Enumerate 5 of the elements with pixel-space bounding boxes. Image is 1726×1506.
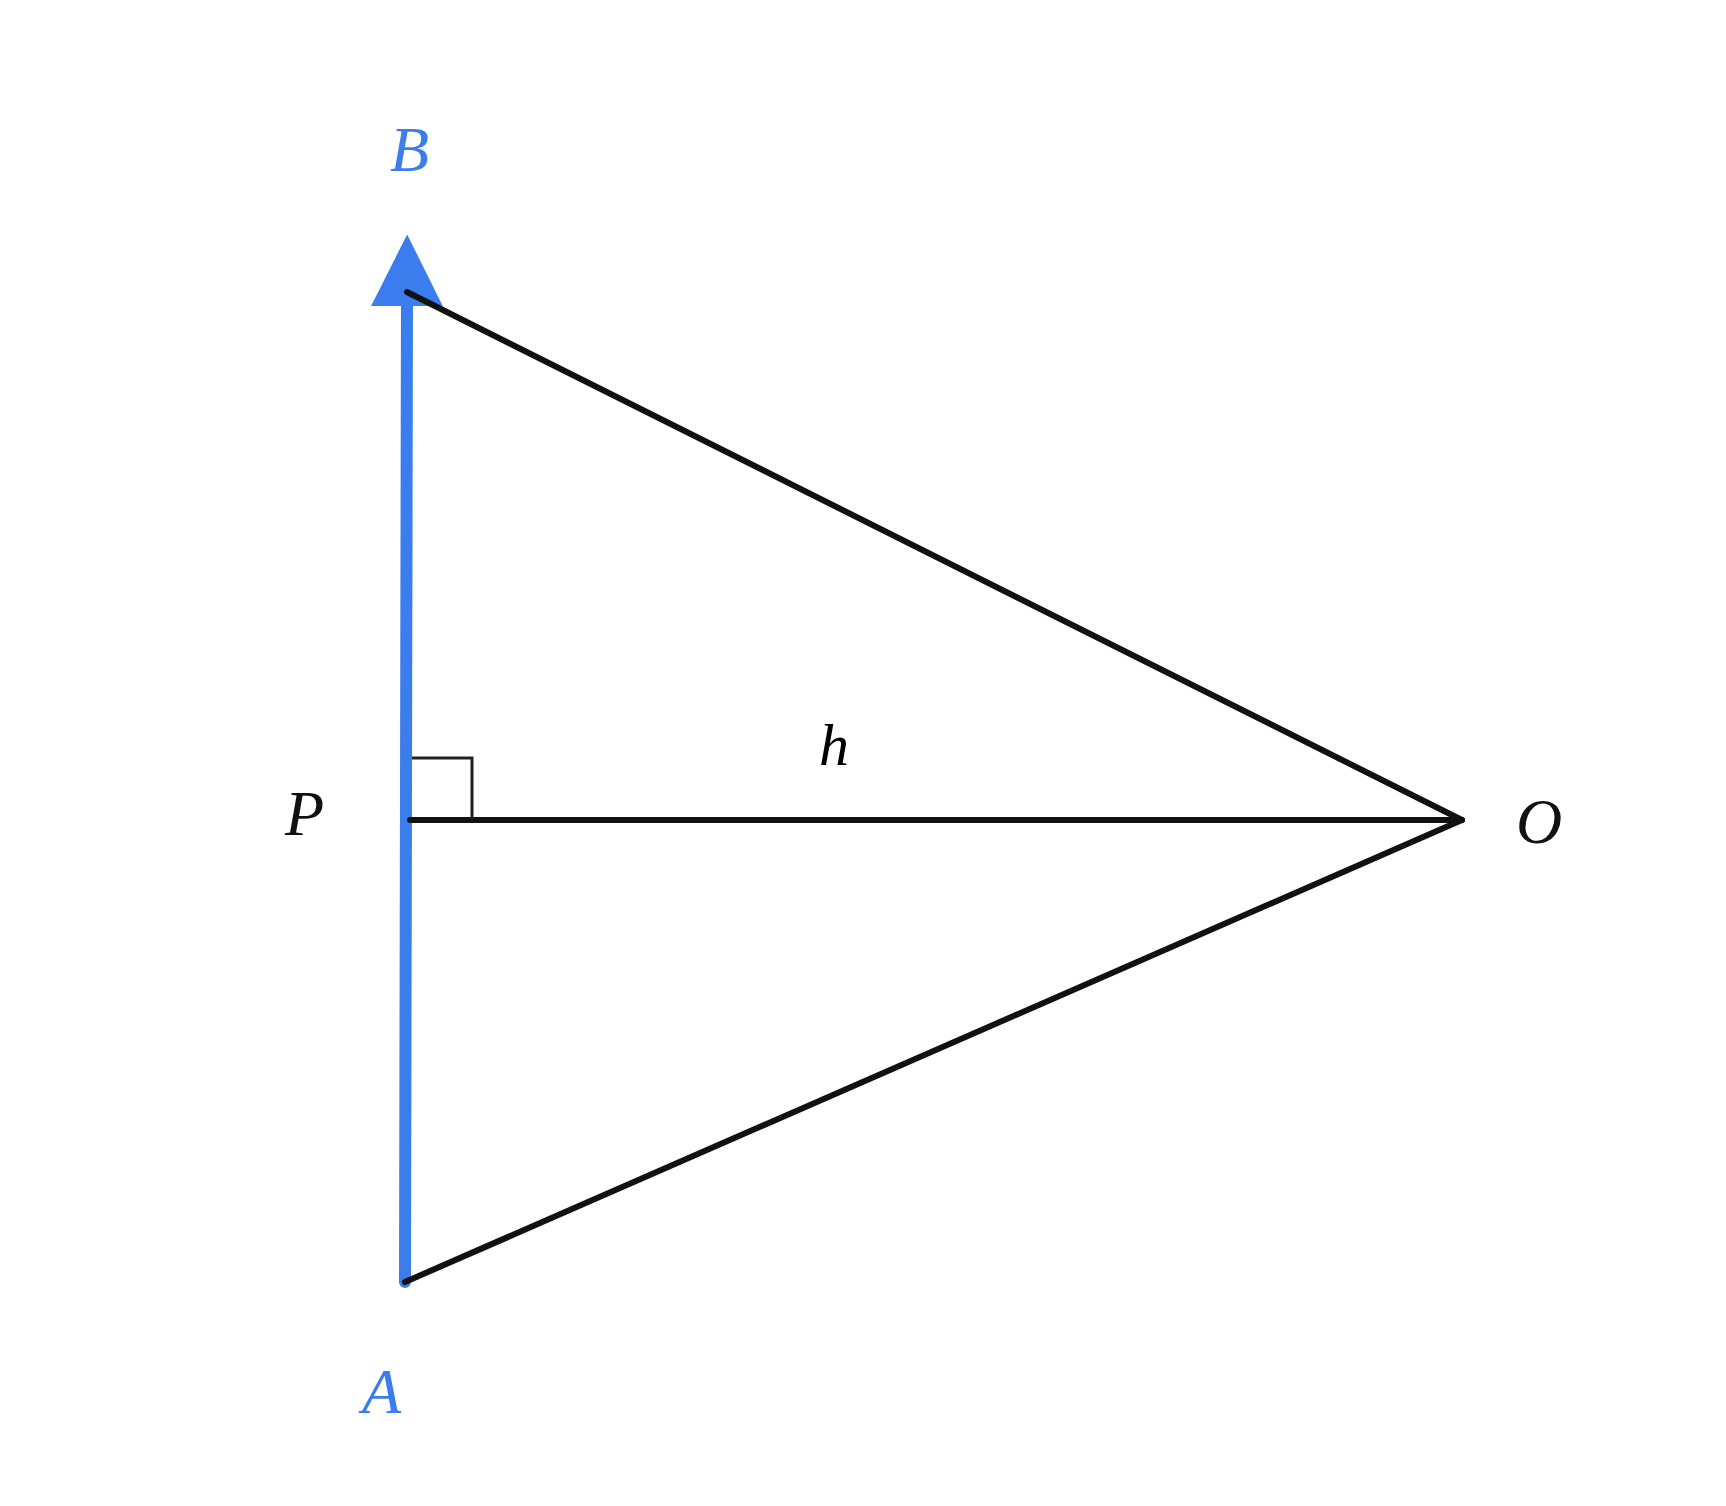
point-label: B xyxy=(390,118,430,182)
arrow xyxy=(370,234,443,1288)
line-segment xyxy=(402,817,1465,1285)
point-label: O xyxy=(1516,790,1563,854)
point-label: P xyxy=(285,782,325,846)
